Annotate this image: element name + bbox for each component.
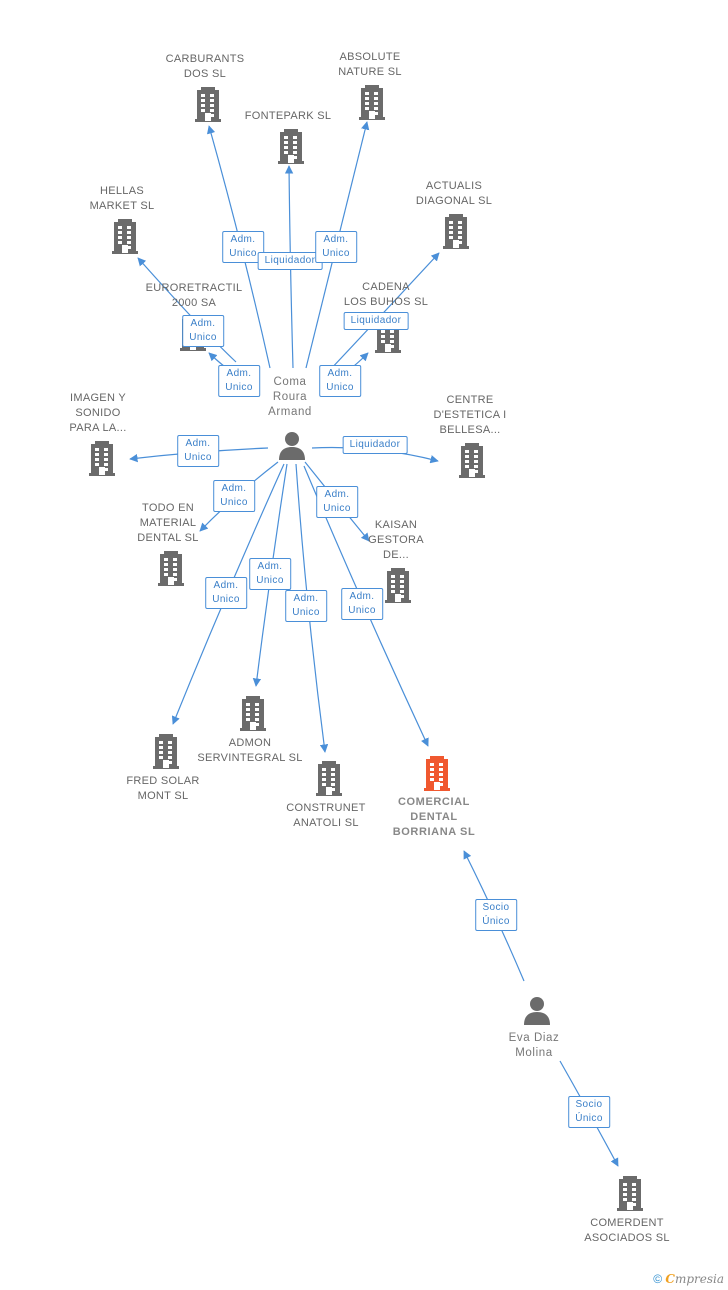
relation-badge-eva-comerdent[interactable]: Socio Único xyxy=(568,1096,610,1128)
building-icon[interactable] xyxy=(383,567,413,608)
footer-brand[interactable]: © Cmpresia xyxy=(653,1272,724,1286)
company-name-cadena[interactable]: CADENA LOS BUHOS SL xyxy=(343,281,429,308)
building-icon[interactable] xyxy=(110,218,140,259)
relation-badge-coma-absolute[interactable]: Adm. Unico xyxy=(315,231,357,263)
relation-badge-coma-fontepark[interactable]: Liquidador xyxy=(257,252,323,270)
company-name-hellas[interactable]: HELLAS MARKET SL xyxy=(89,185,155,212)
relation-badge-coma-actualis[interactable]: Liquidador xyxy=(343,312,409,330)
building-icon[interactable] xyxy=(615,1175,645,1216)
company-name-kaisan[interactable]: KAISAN GESTORA DE... xyxy=(368,519,424,561)
relation-badge-coma-comercial[interactable]: Adm. Unico xyxy=(341,588,383,620)
building-icon[interactable] xyxy=(238,695,268,736)
relation-badge-coma-kaisan[interactable]: Adm. Unico xyxy=(316,486,358,518)
relation-badge-coma-todo[interactable]: Adm. Unico xyxy=(213,480,255,512)
copyright-symbol: © xyxy=(653,1272,663,1286)
company-name-centre[interactable]: CENTRE D'ESTETICA I BELLESA... xyxy=(433,394,507,436)
company-name-carburants[interactable]: CARBURANTS DOS SL xyxy=(165,53,245,80)
relation-badge-coma-construnet[interactable]: Adm. Unico xyxy=(285,590,327,622)
person-icon[interactable] xyxy=(277,431,307,466)
company-name-comercial[interactable]: COMERCIAL DENTAL BORRIANA SL xyxy=(392,796,476,838)
person-icon[interactable] xyxy=(522,996,552,1031)
building-icon[interactable] xyxy=(457,442,487,483)
company-name-absolute[interactable]: ABSOLUTE NATURE SL xyxy=(338,51,402,78)
relation-badge-coma-imagen[interactable]: Adm. Unico xyxy=(177,435,219,467)
company-name-fontepark[interactable]: FONTEPARK SL xyxy=(244,110,332,122)
building-icon[interactable] xyxy=(357,84,387,125)
building-icon[interactable] xyxy=(314,760,344,801)
building-icon[interactable] xyxy=(441,213,471,254)
building-icon[interactable] xyxy=(276,128,306,169)
company-name-todo[interactable]: TODO EN MATERIAL DENTAL SL xyxy=(137,502,199,544)
company-name-imagen[interactable]: IMAGEN Y SONIDO PARA LA... xyxy=(69,392,127,434)
relation-badge-coma-cadena[interactable]: Adm. Unico xyxy=(319,365,361,397)
relation-badge-coma-carburants[interactable]: Adm. Unico xyxy=(222,231,264,263)
brand-logo: Cmpresia xyxy=(665,1272,724,1286)
relation-badge-eva-comercial[interactable]: Socio Único xyxy=(475,899,517,931)
building-icon[interactable] xyxy=(156,550,186,591)
company-name-construnet[interactable]: CONSTRUNET ANATOLI SL xyxy=(286,802,366,829)
company-name-fred[interactable]: FRED SOLAR MONT SL xyxy=(126,775,200,802)
person-name-coma[interactable]: Coma Roura Armand xyxy=(268,376,312,418)
company-name-admon[interactable]: ADMON SERVINTEGRAL SL xyxy=(197,737,303,764)
building-icon[interactable] xyxy=(193,86,223,127)
company-name-euroretractil[interactable]: EURORETRACTIL 2000 SA xyxy=(145,282,243,309)
relation-badge-coma-fred[interactable]: Adm. Unico xyxy=(205,577,247,609)
company-name-actualis[interactable]: ACTUALIS DIAGONAL SL xyxy=(415,180,493,207)
building-icon[interactable] xyxy=(422,755,452,796)
relation-badge-coma-centre[interactable]: Liquidador xyxy=(342,436,408,454)
relation-badge-coma-admon[interactable]: Adm. Unico xyxy=(249,558,291,590)
person-name-eva[interactable]: Eva Diaz Molina xyxy=(508,1032,560,1059)
building-icon[interactable] xyxy=(151,733,181,774)
building-icon[interactable] xyxy=(87,440,117,481)
company-name-comerdent[interactable]: COMERDENT ASOCIADOS SL xyxy=(584,1217,670,1244)
relation-badge-coma-euroretractil[interactable]: Adm. Unico xyxy=(218,365,260,397)
relation-badge-coma-hellas[interactable]: Adm. Unico xyxy=(182,315,224,347)
